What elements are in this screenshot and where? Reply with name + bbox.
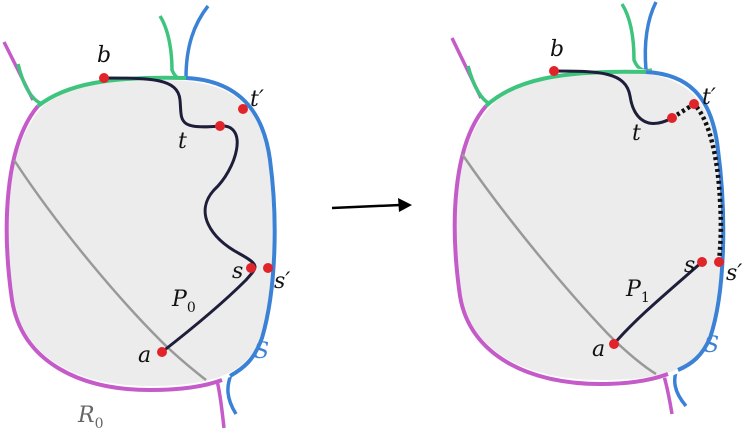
left-label-S: S: [254, 339, 269, 364]
right-point-t-prime: [689, 99, 699, 109]
left-purple-bottom-stub: [214, 375, 226, 429]
right-point-s-prime: [714, 257, 724, 267]
right-blue-top-stub: [643, 1, 658, 71]
right-point-s: [697, 257, 707, 267]
right-gray-curve: [460, 153, 657, 376]
right-label-t: t: [632, 121, 641, 146]
left-point-t-prime: [238, 104, 248, 114]
right-label-b: b: [550, 37, 564, 62]
left-point-a: [157, 347, 167, 357]
right-label-a: a: [592, 337, 605, 362]
left-blue-top-stub: [184, 4, 210, 79]
right-blue-arc-S: [645, 70, 726, 372]
right-panel: b t t′ s s′ a P1 S: [450, 1, 742, 415]
left-label-t: t: [178, 129, 187, 154]
left-path-P0: [103, 76, 257, 354]
left-purple-arc: [4, 104, 223, 393]
left-label-b: b: [97, 43, 111, 68]
right-label-s: s: [684, 253, 695, 278]
right-path-P1: [553, 69, 673, 125]
left-blue-bottom-stub: [226, 371, 238, 415]
left-point-b: [99, 73, 109, 83]
right-green-arc: [484, 69, 647, 108]
right-dotted-segment: [670, 101, 724, 263]
right-label-t-prime: t′: [702, 85, 716, 110]
left-label-t-prime: t′: [250, 87, 264, 112]
right-label-s-prime: s′: [726, 261, 742, 286]
right-path-P1-lower: [612, 260, 703, 345]
left-panel: b t t′ s s′ a P0 S R0: [2, 4, 290, 431]
left-region: [4, 75, 277, 391]
right-region: [452, 67, 726, 385]
left-gray-curve: [12, 159, 207, 381]
right-arrow-icon: [331, 198, 412, 212]
left-point-s-prime: [263, 263, 273, 273]
left-point-s: [246, 263, 256, 273]
left-blue-arc-S: [185, 76, 277, 378]
right-purple-arc: [452, 104, 669, 387]
left-label-P0: P0: [171, 287, 196, 316]
right-label-P1: P1: [625, 277, 650, 306]
right-purple-bottom-stub: [662, 375, 674, 415]
left-green-arc: [36, 75, 187, 108]
right-point-a: [609, 339, 619, 349]
right-point-b: [549, 66, 559, 76]
left-point-t: [215, 121, 225, 131]
left-label-s-prime: s′: [274, 269, 290, 294]
left-label-a: a: [138, 343, 151, 368]
left-label-s: s: [232, 259, 243, 284]
left-label-R0: R0: [77, 403, 104, 431]
right-label-S: S: [704, 333, 719, 358]
right-point-t: [667, 113, 677, 123]
